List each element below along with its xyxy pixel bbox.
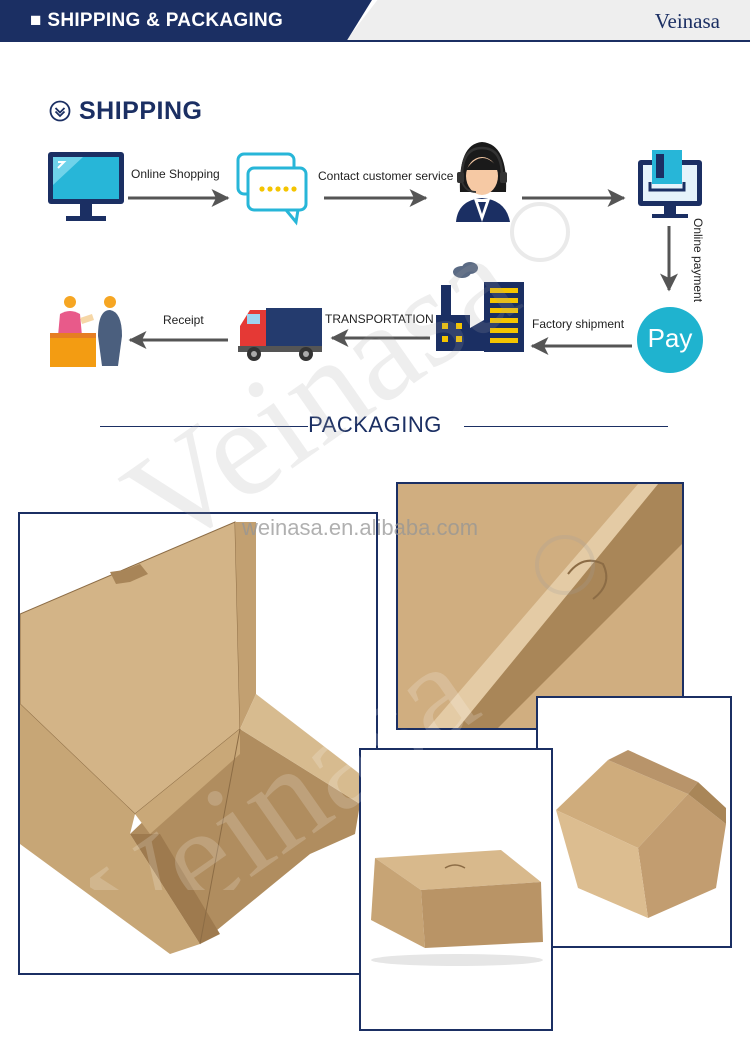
header-title: ■ SHIPPING & PACKAGING <box>30 10 284 31</box>
step-label-online-shopping: Online Shopping <box>131 167 220 181</box>
site-watermark: weinasa.en.alibaba.com <box>242 515 479 540</box>
shipping-title: SHIPPING <box>79 97 203 125</box>
delivery-truck-icon <box>238 308 322 361</box>
receipt-handover-icon <box>50 296 122 367</box>
step-label-receipt: Receipt <box>163 313 204 327</box>
packaging-divider-left <box>100 426 308 427</box>
payment-monitor-icon <box>638 150 702 218</box>
customer-service-agent-icon <box>456 142 510 222</box>
factory-icon <box>436 262 524 352</box>
step-label-online-payment: Online payment <box>691 218 705 303</box>
pay-circle-icon <box>637 307 703 373</box>
header-brand: Veinasa <box>654 9 720 33</box>
chevron-circle-icon <box>49 100 71 122</box>
step-label-factory-shipment: Factory shipment <box>532 317 625 331</box>
step-label-contact-service: Contact customer service <box>318 169 454 183</box>
header-banner-right <box>345 0 750 42</box>
pay-badge-label: Pay <box>647 323 693 353</box>
computer-monitor-icon <box>48 152 124 221</box>
header-underline <box>0 40 750 42</box>
photo-box-closeup <box>396 482 684 730</box>
step-label-transportation: TRANSPORTATION <box>325 312 434 326</box>
packaging-divider-right <box>464 426 668 427</box>
photo-open-box-large <box>18 512 378 975</box>
packaging-title: PACKAGING <box>308 412 442 437</box>
photo-closed-box <box>359 748 553 1031</box>
header-banner-left <box>0 0 372 42</box>
shipping-flow-diagram <box>48 142 703 373</box>
photo-open-box-small <box>536 696 732 948</box>
chat-bubble-icon <box>236 152 308 226</box>
